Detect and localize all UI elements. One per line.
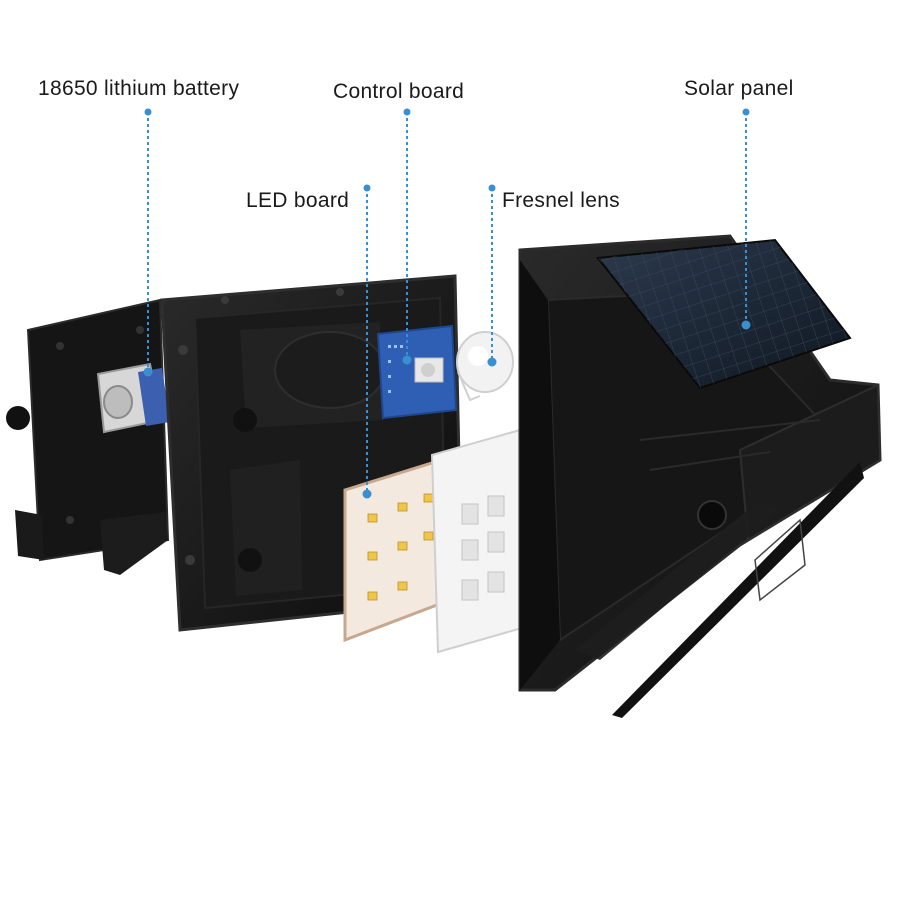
- leader-lines: [147, 112, 747, 494]
- label-battery: 18650 lithium battery: [38, 77, 240, 100]
- battery: [96, 362, 170, 434]
- leader-dots: [143, 108, 751, 499]
- control-board: [376, 324, 458, 420]
- label-control-board: Control board: [333, 80, 465, 103]
- fresnel-lens: [456, 331, 514, 402]
- reflector: [430, 428, 524, 654]
- solar-panel: [596, 238, 852, 390]
- back-plate: [6, 298, 170, 575]
- label-solar-panel: Solar panel: [684, 77, 794, 100]
- front-lens-frame: [575, 462, 864, 718]
- label-led-board: LED board: [246, 189, 350, 212]
- label-fresnel-lens: Fresnel lens: [502, 189, 620, 212]
